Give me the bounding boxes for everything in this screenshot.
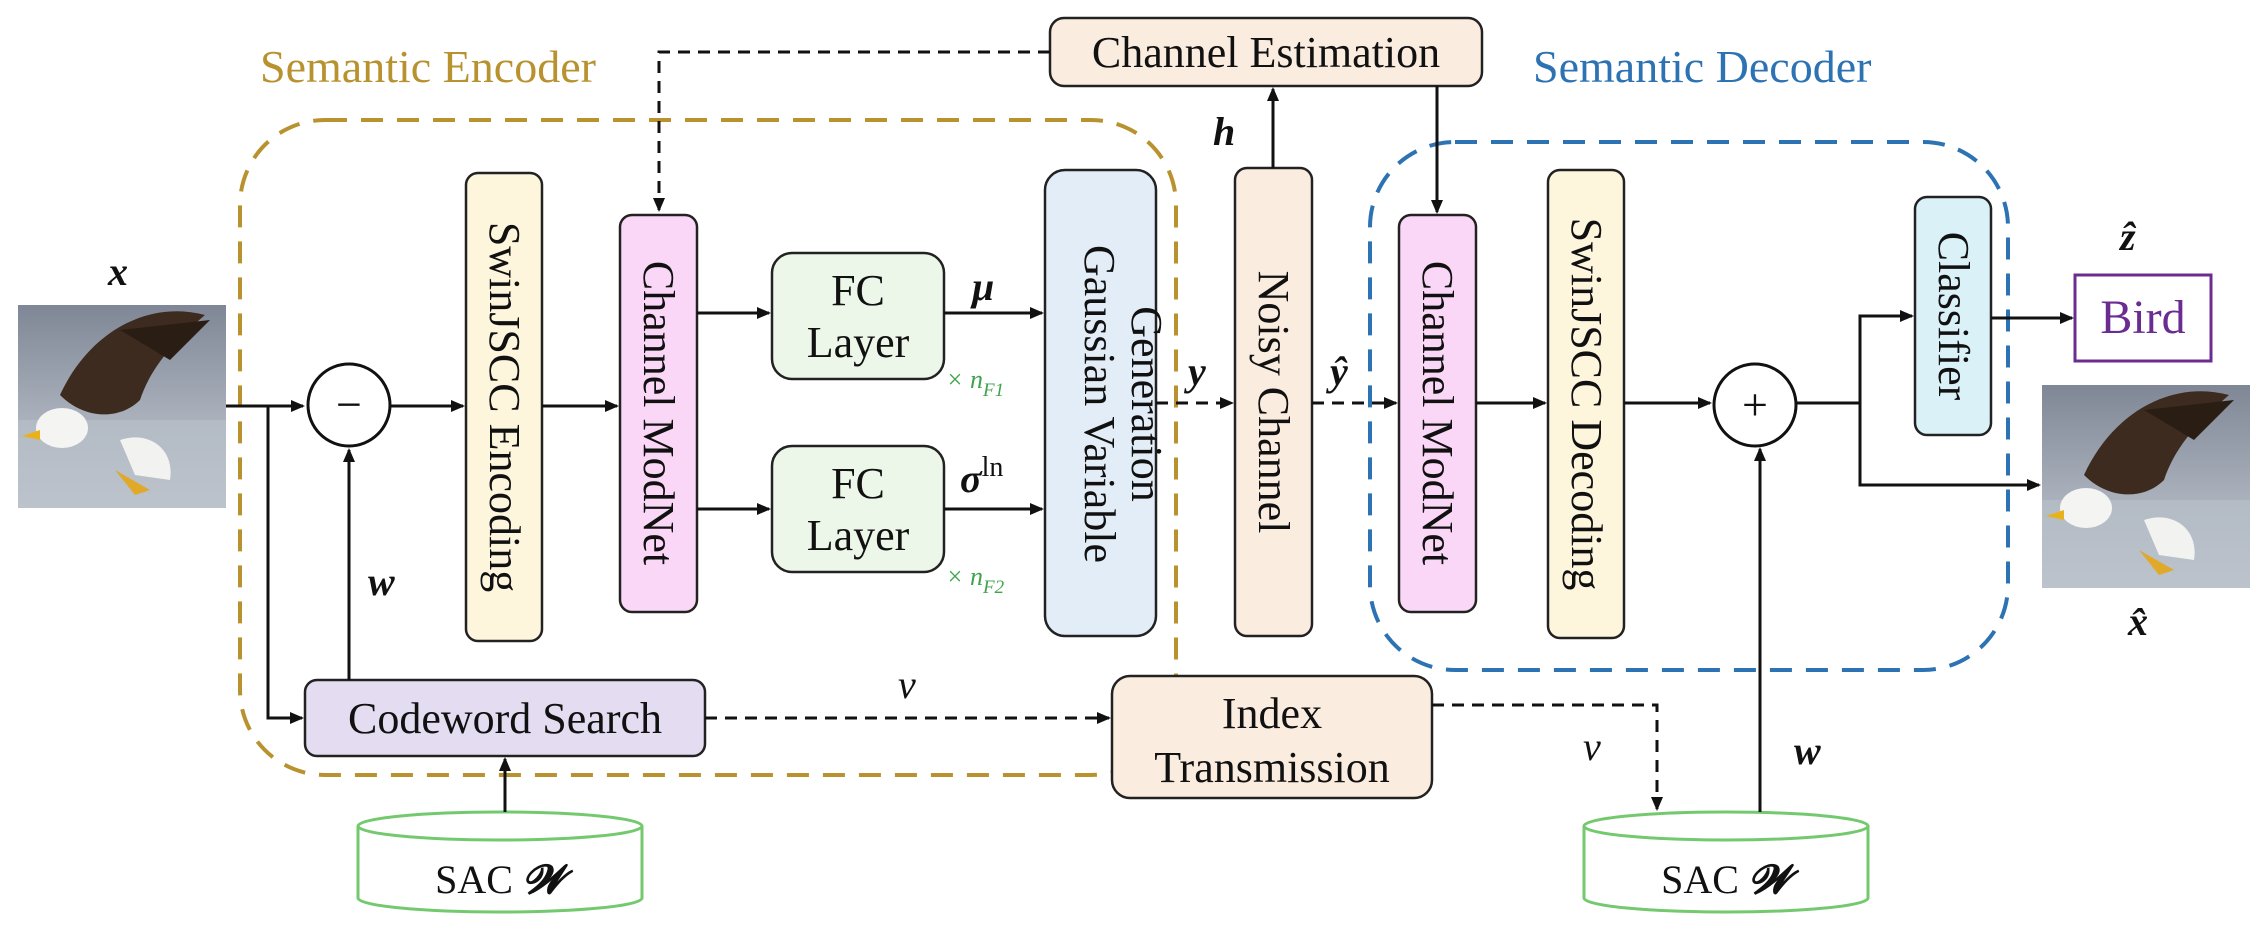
semantic-decoder-group [1368,140,2010,672]
add-symbol: + [1742,379,1768,430]
gaussian-variable-generation-label-1: Gaussian Variable [1075,245,1124,563]
fc-layer-top-label-1: FC [831,266,885,315]
symbol-sigma: σln [960,452,1003,501]
repeat-nf1-label: × nF1 [946,365,1004,401]
index-transmission-label-2: Transmission [1154,743,1390,792]
semantic-encoder-group [238,118,1178,777]
fc-layer-top-label-2: Layer [807,318,910,367]
classifier-label: Classifier [1929,232,1978,401]
fc-layer-top-block [770,251,946,381]
channel-modnet-decoder-block [1397,213,1478,614]
index-transmission-block [1110,674,1434,800]
connectors [226,86,2074,812]
bird-output-label: Bird [2100,291,2185,344]
sac-database-right [1582,810,1870,914]
subtract-symbol: − [336,379,362,430]
add-node [1712,362,1798,448]
symbol-mu: μ [970,264,994,309]
symbol-w-left: w [368,559,395,604]
swinjscc-encoding-label: SwinJSCC Encoding [480,222,529,592]
semantic-decoder-title: Semantic Decoder [1533,41,1871,92]
symbol-y-hat: ŷ [1326,349,1348,394]
symbol-w-right: w [1794,728,1821,773]
bird-output-box [2073,273,2213,363]
channel-modnet-decoder-label: Channel ModNet [1413,261,1462,565]
symbol-x: x [107,249,128,294]
symbol-h: h [1213,109,1235,154]
codeword-search-label: Codeword Search [348,694,662,743]
swinjscc-decoding-label: SwinJSCC Decoding [1562,218,1611,591]
fc-layer-bottom-label-1: FC [831,459,885,508]
channel-modnet-encoder-label: Channel ModNet [634,261,683,565]
fc-layer-bottom-label-2: Layer [807,511,910,560]
symbol-v-left: v [898,662,916,707]
output-eagle-image [2042,385,2250,588]
channel-estimation-label: Channel Estimation [1092,28,1440,77]
dashed-connectors [653,50,1663,811]
classifier-block [1913,195,1993,437]
index-transmission-label-1: Index [1222,689,1322,738]
sac-database-left [356,810,644,914]
noisy-channel-label: Noisy Channel [1249,271,1298,534]
symbol-v-right: v [1583,724,1601,769]
semantic-encoder-title: Semantic Encoder [260,41,596,92]
symbol-z-hat: ẑ [2118,214,2137,259]
repeat-nf2-label: × nF2 [946,562,1005,598]
symbol-y: y [1184,349,1206,394]
symbol-x-hat: x̂ [2127,599,2148,644]
input-eagle-image [18,305,226,508]
channel-modnet-encoder-block [618,213,699,614]
